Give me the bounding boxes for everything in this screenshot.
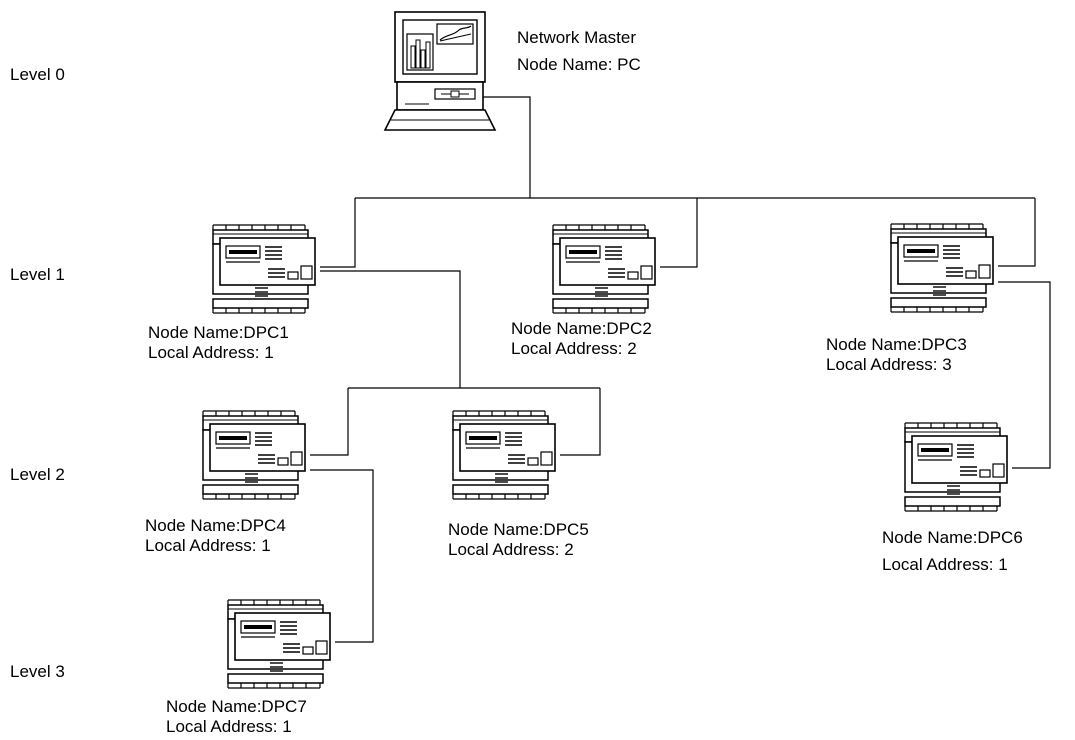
node-address-dpc7: Local Address: 1 <box>166 717 292 736</box>
link-dpc4-dpc7 <box>310 469 374 643</box>
dpc-controller-icon <box>904 422 1008 512</box>
level-label: Level 2 <box>10 465 65 484</box>
dpc-controller-icon <box>227 599 331 689</box>
computer-icon <box>383 11 497 131</box>
link-bus-dpc2 <box>660 198 698 268</box>
node-name-dpc6: Node Name:DPC6 <box>882 528 1023 547</box>
node-name-dpc3: Node Name:DPC3 <box>826 335 967 354</box>
dpc-controller-icon <box>202 410 306 500</box>
node-address-dpc4: Local Address: 1 <box>145 536 271 555</box>
master-node-name: Node Name: PC <box>517 55 641 74</box>
node-address-dpc3: Local Address: 3 <box>826 355 952 374</box>
link-dpc3-dpc6 <box>998 281 1051 469</box>
level-label: Level 1 <box>10 265 65 284</box>
node-name-dpc1: Node Name:DPC1 <box>148 323 289 342</box>
node-name-dpc4: Node Name:DPC4 <box>145 516 286 535</box>
node-address-dpc6: Local Address: 1 <box>882 555 1008 574</box>
link-pc-bus <box>480 96 531 198</box>
link-dpc1-bus2 <box>320 270 461 388</box>
connection-lines <box>310 96 1051 643</box>
link-bus-dpc3 <box>998 198 1036 267</box>
link-bus-dpc1 <box>320 198 356 268</box>
dpc-controller-icon <box>552 224 656 314</box>
dpc-controller-icon <box>452 410 556 500</box>
dpc-controller-icon <box>890 223 994 313</box>
node-address-dpc2: Local Address: 2 <box>511 339 637 358</box>
level-label: Level 0 <box>10 65 65 84</box>
node-name-dpc5: Node Name:DPC5 <box>448 520 589 539</box>
level-label: Level 3 <box>10 662 65 681</box>
dpc-controller-icon <box>212 224 316 314</box>
link-bus2-dpc4 <box>310 388 349 456</box>
node-name-dpc2: Node Name:DPC2 <box>511 319 652 338</box>
node-address-dpc1: Local Address: 1 <box>148 343 274 362</box>
link-bus2-dpc5 <box>560 388 601 456</box>
node-address-dpc5: Local Address: 2 <box>448 540 574 559</box>
node-name-dpc7: Node Name:DPC7 <box>166 697 307 716</box>
master-title: Network Master <box>517 28 637 47</box>
